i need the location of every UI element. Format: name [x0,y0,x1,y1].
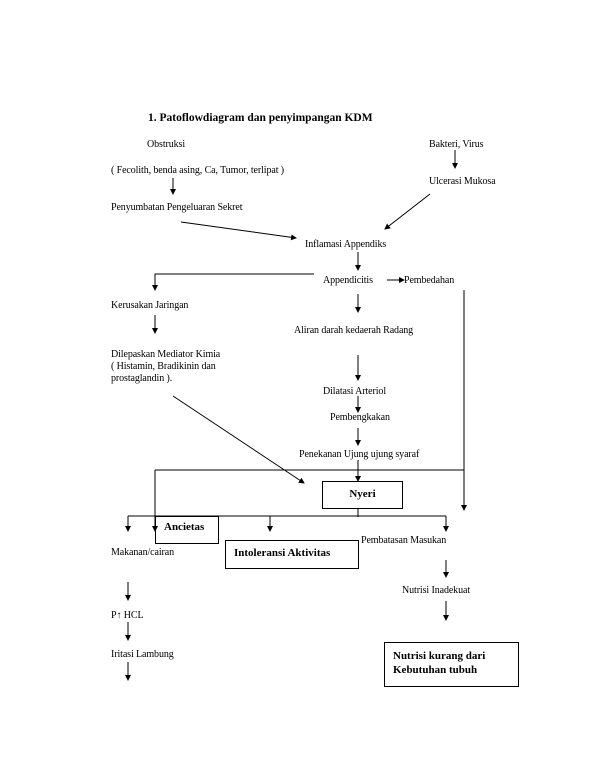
node-obstruksi-detail: ( Fecolith, benda asing, Ca, Tumor, terl… [111,165,285,176]
page-title: 1. Patoflowdiagram dan penyimpangan KDM [148,112,373,124]
node-nyeri-box: Nyeri [322,481,403,509]
node-ulcerasi: Ulcerasi Mukosa [429,176,496,187]
node-nutrisi-kurang-1: Nutrisi kurang dari [393,650,486,662]
node-aliran: Aliran darah kedaerah Radang [294,325,414,336]
node-nutrisi-kurang-box: Nutrisi kurang dari Kebutuhan tubuh [384,642,519,687]
node-penyumbatan: Penyumbatan Pengeluaran Sekret [111,202,243,213]
node-nyeri: Nyeri [349,488,376,500]
node-kerusakan: Kerusakan Jaringan [111,300,189,311]
node-pembengkakan: Pembengkakan [330,412,390,423]
node-nutrisi-kurang-2: Kebutuhan tubuh [393,664,478,676]
node-penekanan: Penekanan Ujung ujung syaraf [299,449,420,460]
node-mediator-1: Dilepaskan Mediator Kimia [111,349,221,360]
node-ancietas: Ancietas [164,521,205,533]
node-intoleransi: Intoleransi Aktivitas [234,547,331,559]
node-ancietas-box: Ancietas [155,516,219,544]
node-intoleransi-box: Intoleransi Aktivitas [225,540,359,569]
node-bakteri: Bakteri, Virus [429,139,484,150]
node-mediator-2: ( Histamin, Bradikinin dan [111,361,216,372]
node-inflamasi: Inflamasi Appendiks [305,239,387,250]
node-appendicitis: Appendicitis [323,275,373,286]
node-phcl: P↑ HCL [111,610,144,621]
node-iritasi: Iritasi Lambung [111,649,174,660]
node-pembedahan: Pembedahan [404,275,455,286]
node-mediator-3: prostaglandin ). [111,373,173,384]
node-pembatasan: Pembatasan Masukan [361,535,447,546]
node-dilatasi: Dilatasi Arteriol [323,386,387,397]
node-obstruksi: Obstruksi [147,139,185,150]
node-nutrisi-inadekuat: Nutrisi Inadekuat [402,585,471,596]
node-makanan: Makanan/cairan [111,547,175,558]
